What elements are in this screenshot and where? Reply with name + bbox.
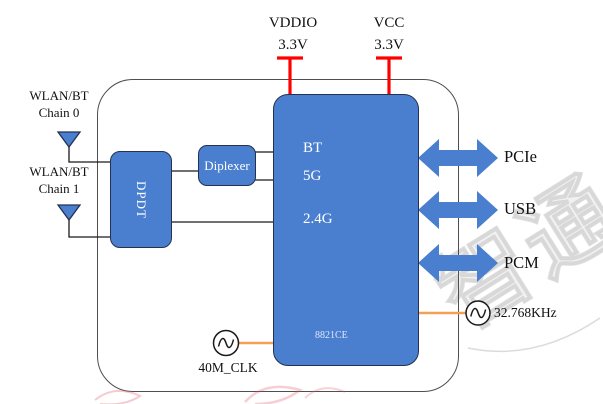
antenna-0-label: WLAN/BT Chain 0: [18, 88, 100, 121]
dpdt-label: DPDT: [134, 180, 149, 219]
antenna-0-system: WLAN/BT: [29, 88, 89, 103]
usb-label: USB: [504, 199, 537, 218]
pcie-label: PCIe: [504, 147, 537, 166]
chip-block: [273, 94, 419, 366]
chip-radio-5g: 5G: [303, 168, 322, 184]
antenna-0-chain: Chain 0: [38, 104, 80, 120]
32khz-oscillator-icon: [465, 300, 491, 326]
chip-radio-24g: 2.4G: [303, 211, 333, 227]
chip-radio-bt: BT: [303, 140, 323, 156]
antenna-1-label: WLAN/BT Chain 1: [18, 164, 100, 197]
pcm-label: PCM: [504, 253, 539, 272]
diplexer-label: Diplexer: [204, 157, 250, 173]
vcc-voltage: 3.3V: [374, 37, 404, 53]
antenna-1-chain: Chain 1: [38, 180, 80, 196]
vcc-label: VCC: [373, 15, 405, 31]
antenna-1-system: WLAN/BT: [29, 164, 89, 179]
diplexer-block: Diplexer: [198, 145, 256, 186]
32khz-clk-label: 32.768KHz: [494, 305, 557, 320]
vddio-label: VDDIO: [268, 15, 318, 31]
40m-clk-label: 40M_CLK: [198, 360, 258, 375]
chip-part-number: 8821CE: [315, 330, 348, 341]
vddio-voltage: 3.3V: [278, 37, 308, 53]
dpdt-switch-block: DPDT: [110, 151, 172, 248]
